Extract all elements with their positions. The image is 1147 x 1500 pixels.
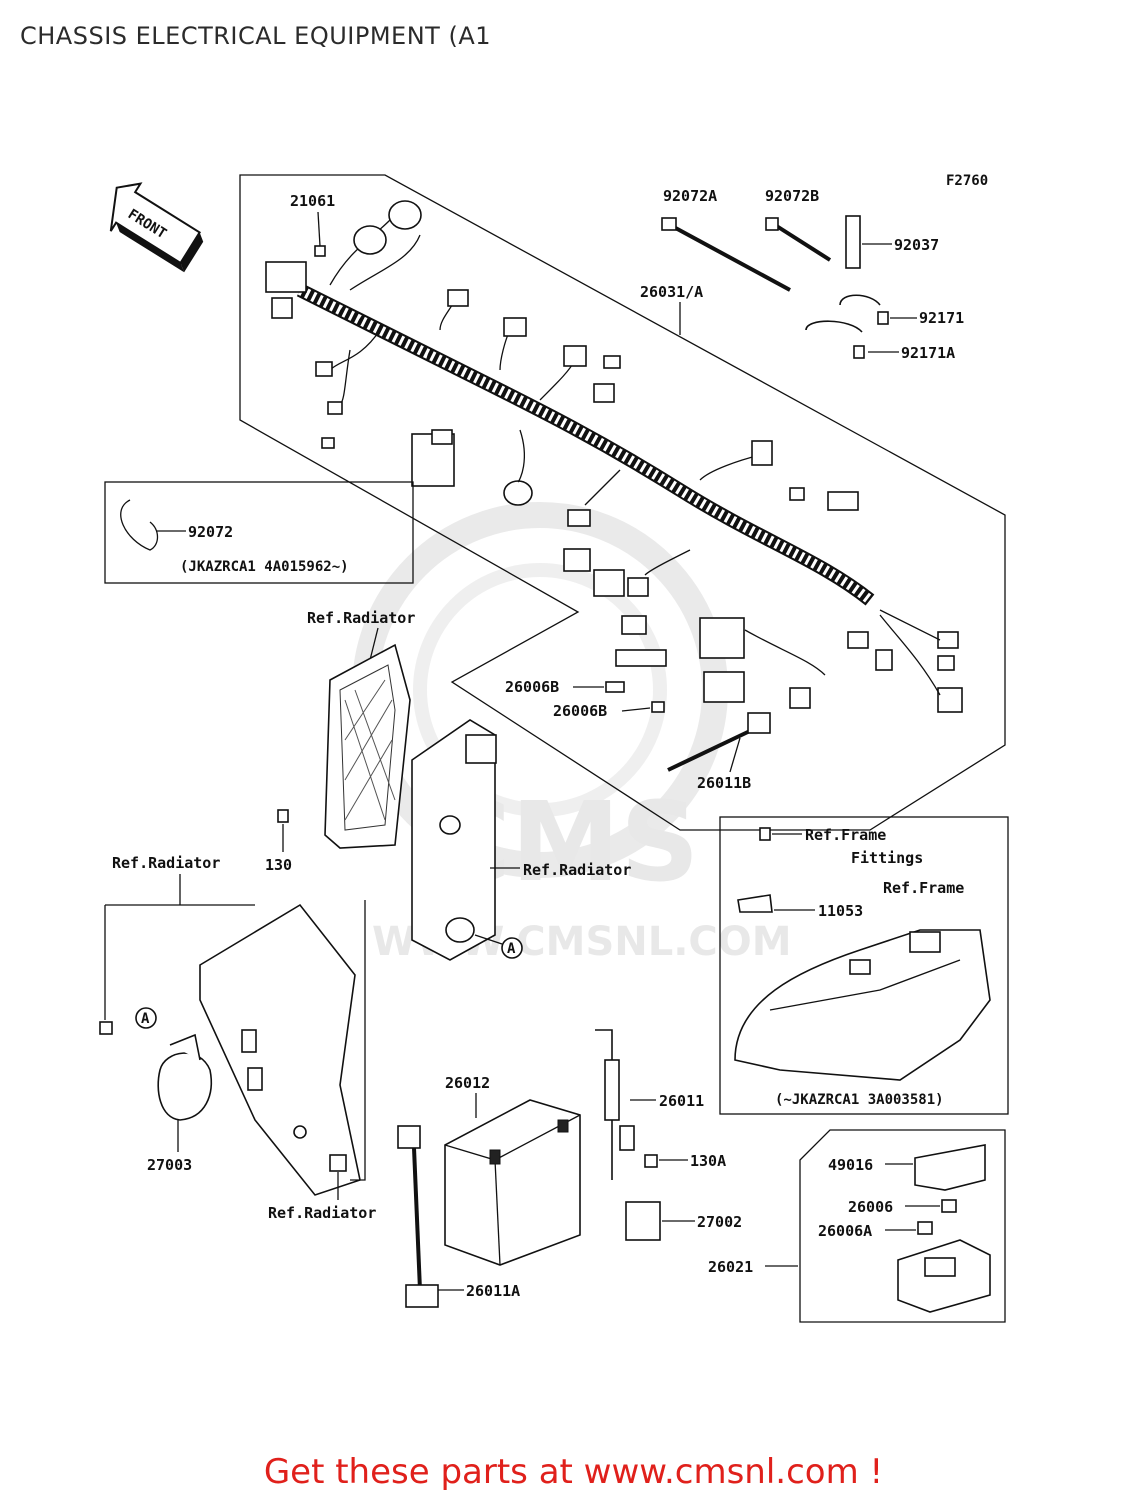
serial-note-from: (JKAZRCA1 4A015962~) (180, 559, 349, 575)
label-26006: 26006 (848, 1198, 893, 1216)
label-92171: 92171 (919, 309, 964, 327)
horn (157, 1033, 212, 1121)
radiator-guard (324, 643, 411, 849)
radiator-shroud (199, 903, 361, 1196)
label-92171A: 92171A (901, 344, 955, 362)
label-26021: 26021 (708, 1258, 753, 1276)
ref-radiator-mid: Ref.Radiator (523, 861, 631, 879)
figure-code: F2760 (946, 173, 988, 189)
label-26031A: 26031/A (640, 283, 703, 301)
ref-radiator-bottom: Ref.Radiator (268, 1204, 376, 1222)
label-21061: 21061 (290, 192, 335, 210)
relay-27002 (625, 1201, 661, 1241)
label-92072B: 92072B (765, 187, 819, 205)
label-26011B: 26011B (697, 774, 751, 792)
label-49016: 49016 (828, 1156, 873, 1174)
radiator-reserve-tank (411, 719, 497, 961)
label-92037: 92037 (894, 236, 939, 254)
fuse-box-26021 (897, 1239, 991, 1313)
label-11053: 11053 (818, 902, 863, 920)
label-130A: 130A (690, 1152, 726, 1170)
label-92072A: 92072A (663, 187, 717, 205)
label-26006B-2: 26006B (553, 702, 607, 720)
harness-group-outline (239, 174, 1006, 831)
label-26012: 26012 (445, 1074, 490, 1092)
callout-a-2: A (141, 1011, 150, 1027)
label-92072: 92072 (188, 523, 233, 541)
battery-cable-26011A (397, 1125, 439, 1308)
ref-radiator-top: Ref.Radiator (307, 609, 415, 627)
main-wiring-harness (265, 200, 963, 713)
label-26006A: 26006A (818, 1222, 872, 1240)
ref-radiator-left: Ref.Radiator (112, 854, 220, 872)
label-26011A: 26011A (466, 1282, 520, 1300)
label-26006B-1: 26006B (505, 678, 559, 696)
frame-sketch (734, 929, 991, 1081)
callout-a-1: A (507, 941, 516, 957)
battery-cable-26011 (595, 1029, 635, 1180)
label-130: 130 (265, 856, 292, 874)
parts-diagram: CMS WWW.CMSNL.COM F2760 FRONT (99, 173, 1009, 1323)
battery (444, 1099, 581, 1266)
label-27002: 27002 (697, 1213, 742, 1231)
label-27003: 27003 (147, 1156, 192, 1174)
ref-frame-fittings-1: Ref.Frame (805, 826, 886, 844)
label-26011: 26011 (659, 1092, 704, 1110)
page-title: CHASSIS ELECTRICAL EQUIPMENT (A1 (20, 22, 492, 50)
cable-tie-92072-box (104, 481, 414, 584)
ref-frame: Ref.Frame (883, 879, 964, 897)
fuse-box-cover (914, 1144, 986, 1191)
promo-link[interactable]: Get these parts at www.cmsnl.com ! (263, 1452, 884, 1492)
serial-note-until: (~JKAZRCA1 3A003581) (775, 1092, 944, 1108)
cable-ties-top (661, 215, 889, 359)
ref-frame-fittings-2: Fittings (851, 849, 923, 867)
front-arrow-icon: FRONT (109, 182, 204, 273)
frame-fittings-box (719, 816, 1009, 1115)
